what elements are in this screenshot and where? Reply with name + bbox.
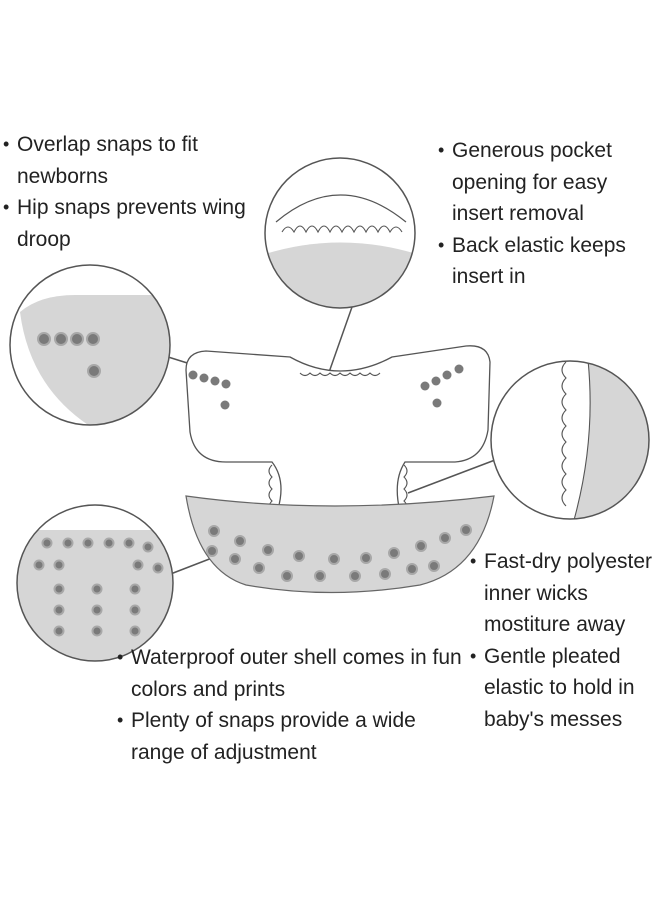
detail-circle-elastic (490, 360, 650, 520)
callout-top-left: Overlap snaps to fit newborns Hip snaps … (3, 129, 265, 255)
callout-bottom-center: Waterproof outer shell comes in fun colo… (117, 642, 462, 768)
callout-waterproof-shell: Waterproof outer shell comes in fun colo… (117, 642, 462, 705)
leader-pocket (326, 306, 353, 379)
leader-elastic (407, 459, 496, 494)
diaper-front-panel (185, 495, 495, 594)
detail-circle-pocket (264, 157, 416, 309)
callout-top-right: Generous pocket opening for easy insert … (438, 135, 648, 293)
back-elastic-pleats (299, 372, 381, 377)
detail-circle-shell-snaps (16, 504, 174, 662)
leader-shell (167, 557, 213, 576)
callout-pocket-opening: Generous pocket opening for easy insert … (438, 135, 648, 230)
right-wing-snaps (420, 364, 464, 408)
callout-back-elastic: Back elastic keeps insert in (438, 230, 648, 293)
front-panel-snaps (206, 524, 472, 582)
callout-hip-snaps: Hip snaps prevents wing droop (3, 192, 265, 255)
callout-plenty-snaps: Plenty of snaps provide a wide range of … (117, 705, 462, 768)
diaper-back-panel (185, 345, 491, 526)
callout-right: Fast-dry polyester inner wicks mostiture… (470, 546, 655, 735)
detail-circle-hip-snaps (9, 264, 171, 426)
callout-overlap-snaps: Overlap snaps to fit newborns (3, 129, 265, 192)
diaper-illustration (185, 345, 495, 594)
callout-fast-dry: Fast-dry polyester inner wicks mostiture… (470, 546, 655, 641)
callout-pleated-elastic: Gentle pleated elastic to hold in baby's… (470, 641, 655, 736)
left-wing-snaps (188, 370, 231, 410)
